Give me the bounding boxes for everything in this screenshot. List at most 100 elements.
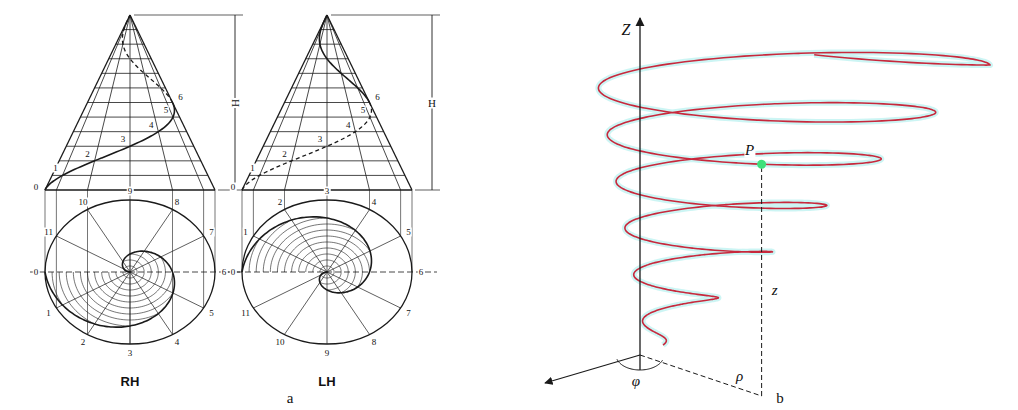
point-number: 5 — [163, 106, 170, 115]
level-line — [116, 44, 144, 45]
projector-line — [56, 190, 57, 308]
hatch-arc — [73, 272, 156, 320]
point-number: 6 — [418, 268, 425, 277]
helix-hidden — [242, 103, 371, 191]
helix-curve — [45, 103, 174, 191]
point-number: 10 — [78, 197, 89, 206]
radial-line — [56, 236, 130, 272]
point-number: 6 — [177, 92, 184, 101]
level-line — [320, 29, 334, 30]
level-line — [263, 146, 391, 147]
helix-curve — [319, 15, 369, 103]
radial-line — [130, 200, 131, 272]
point-number: 4 — [345, 120, 352, 129]
point-number: 1 — [242, 227, 249, 236]
point-number: 3 — [120, 135, 127, 144]
point-label: P — [744, 143, 755, 158]
coordinate-label: φ — [631, 374, 641, 389]
point-number: 0 — [230, 268, 237, 277]
z-height-line — [761, 168, 762, 396]
point-number: 2 — [277, 197, 284, 206]
point-number: 5 — [208, 308, 215, 317]
hatch-arc — [292, 242, 363, 287]
extension-line — [134, 15, 243, 16]
level-line — [52, 175, 208, 176]
hatch-arc — [95, 257, 166, 302]
radial-line — [285, 272, 328, 334]
point-number: 2 — [281, 149, 288, 158]
panel-letter: b — [775, 391, 785, 406]
level-line — [95, 87, 166, 88]
extension-line — [331, 15, 440, 16]
point-number: 0 — [33, 268, 40, 277]
point-number: 11 — [43, 227, 54, 236]
level-line — [292, 87, 363, 88]
phi-arc — [617, 359, 663, 370]
hatch-arc — [102, 252, 159, 296]
view-label: LH — [317, 375, 336, 388]
point-number: 0 — [230, 183, 237, 192]
point-number: 1 — [45, 308, 52, 317]
level-line — [299, 73, 356, 74]
level-line — [109, 58, 152, 59]
level-line — [277, 117, 376, 118]
dimension-label: H — [427, 97, 437, 108]
helix-hidden — [122, 15, 172, 103]
projector-line — [253, 190, 254, 236]
point-number: 1 — [249, 164, 256, 173]
coordinate-label: ρ — [735, 369, 744, 384]
level-line — [313, 44, 341, 45]
point-number: 7 — [208, 227, 215, 236]
plan-spiral — [242, 217, 371, 293]
rho-line — [640, 355, 762, 396]
center-line — [30, 272, 240, 273]
x-axis — [545, 355, 640, 383]
point-number: 2 — [84, 149, 91, 158]
point-number: 2 — [80, 338, 87, 347]
point-number: 9 — [127, 187, 134, 196]
conical-spiral — [598, 52, 990, 345]
projector-line — [203, 190, 204, 308]
point-number: 4 — [148, 120, 155, 129]
view-label: RH — [120, 375, 141, 388]
projector-line — [284, 190, 285, 210]
level-line — [270, 131, 383, 132]
drawing — [30, 15, 990, 396]
dimension-label: H — [230, 98, 241, 108]
hatch-arc — [277, 230, 369, 272]
level-line — [88, 102, 173, 103]
radial-line — [327, 272, 401, 308]
point-number: 5 — [360, 106, 367, 115]
z-axis — [639, 18, 640, 370]
point-number: 5 — [405, 227, 412, 236]
point-number: 3 — [317, 135, 324, 144]
level-line — [249, 175, 405, 176]
axis-label: Z — [621, 22, 632, 38]
point-number: 7 — [405, 308, 412, 317]
point-number: 4 — [371, 197, 378, 206]
spiral-glow — [598, 52, 990, 345]
projector-line — [130, 190, 131, 344]
point-number: 6 — [374, 92, 381, 101]
point-number: 3 — [324, 187, 331, 196]
radial-line — [130, 236, 204, 272]
point-number: 10 — [275, 338, 286, 347]
level-line — [102, 73, 159, 74]
hatch-arc — [299, 248, 356, 292]
level-line — [59, 160, 201, 161]
plan-spiral — [45, 251, 174, 327]
radial-line — [253, 272, 327, 308]
coordinate-label: z — [771, 283, 779, 298]
extension-line — [415, 190, 440, 191]
point-number: 6 — [221, 268, 228, 277]
point-number: 11 — [240, 308, 251, 317]
point-p — [757, 160, 766, 169]
point-number: 3 — [127, 349, 134, 358]
point-number: 1 — [52, 164, 59, 173]
point-number: 9 — [324, 349, 331, 358]
center-line — [227, 272, 437, 273]
level-line — [285, 102, 370, 103]
point-number: 8 — [371, 338, 378, 347]
level-line — [123, 29, 137, 30]
